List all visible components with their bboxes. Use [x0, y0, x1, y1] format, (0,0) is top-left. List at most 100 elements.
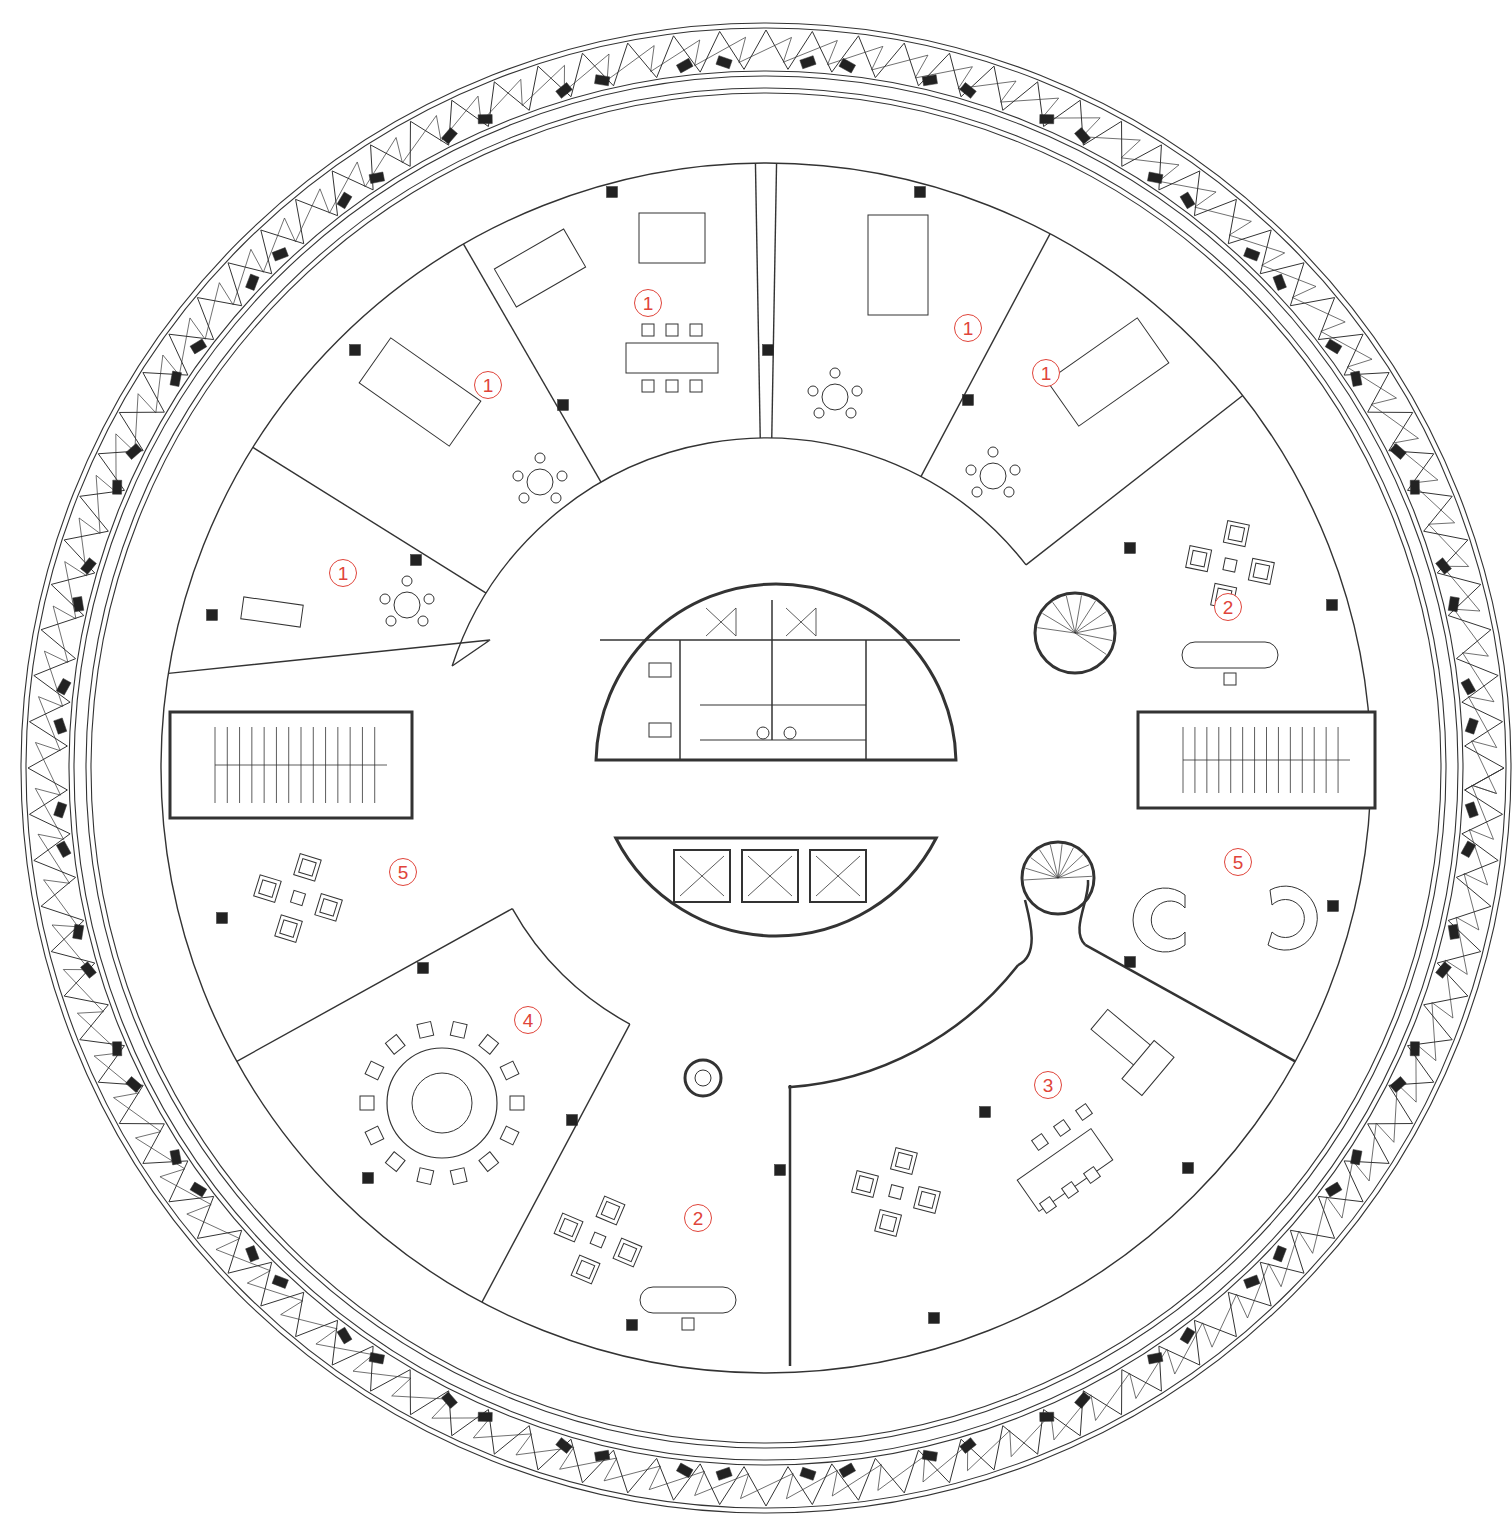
column — [763, 345, 774, 356]
column — [1327, 600, 1338, 611]
lounge-chair — [294, 854, 322, 882]
spiral-tread — [1058, 855, 1083, 878]
lounge-chair — [320, 899, 338, 917]
core-wall — [600, 639, 960, 641]
facade-ring — [21, 23, 1511, 1513]
shaft-cross — [786, 608, 816, 636]
chair — [510, 1096, 524, 1110]
lounge-chair — [596, 1196, 625, 1225]
column — [217, 913, 228, 924]
facade-column — [1465, 718, 1478, 734]
stool — [535, 453, 545, 463]
lounge-chair — [1253, 563, 1270, 580]
core-upper — [596, 584, 956, 760]
stair-core — [170, 712, 412, 818]
stair-landing — [1183, 760, 1350, 761]
column — [775, 1165, 786, 1176]
round-table — [394, 592, 420, 618]
stool — [846, 408, 856, 418]
side-table — [290, 890, 305, 905]
facade-column — [272, 1275, 288, 1288]
chair — [1054, 1120, 1071, 1137]
column — [607, 187, 618, 198]
column — [1125, 543, 1136, 554]
facade-column — [1390, 1077, 1406, 1093]
core-wall — [700, 739, 866, 740]
facade-column — [1180, 192, 1195, 209]
stool — [808, 386, 818, 396]
stool — [988, 447, 998, 457]
column — [363, 1173, 374, 1184]
lounge-chair — [1186, 546, 1212, 572]
elevator — [674, 850, 730, 902]
callout-circle: 1 — [1032, 359, 1060, 387]
lounge-chair — [1190, 550, 1207, 567]
facade-column — [1075, 128, 1091, 144]
facade-column — [922, 75, 937, 86]
spiral-tread — [1066, 596, 1075, 633]
callout-number: 2 — [1223, 598, 1234, 617]
facade-column — [1244, 248, 1260, 261]
facade-column — [1410, 1042, 1419, 1056]
reception-desk — [1122, 1040, 1174, 1095]
spiral-tread — [1058, 876, 1092, 878]
callout-number: 1 — [963, 319, 974, 338]
chair — [365, 1126, 384, 1145]
column — [1183, 1163, 1194, 1174]
stair-landing — [215, 765, 387, 766]
core-wall — [679, 640, 681, 760]
facade-column — [800, 56, 816, 69]
lounge-chair — [891, 1148, 918, 1175]
column — [411, 555, 422, 566]
stool — [814, 408, 824, 418]
facade-column — [1436, 558, 1452, 575]
chair — [385, 1152, 405, 1172]
lounge-chair — [914, 1187, 941, 1214]
callout-number: 3 — [1043, 1076, 1054, 1095]
chair — [1076, 1104, 1093, 1121]
facade-column — [839, 58, 856, 73]
facade-column — [81, 962, 97, 979]
chair — [500, 1061, 519, 1080]
facade-column — [595, 75, 610, 86]
lounge-seat — [1133, 888, 1185, 952]
oval-table — [1182, 642, 1278, 668]
stool — [418, 616, 428, 626]
column — [980, 1107, 991, 1118]
lounge-chair — [554, 1213, 583, 1242]
chair — [500, 1126, 519, 1145]
facade-column — [126, 1077, 142, 1093]
callout-circle: 5 — [389, 858, 417, 886]
facade-column — [113, 480, 122, 494]
spiral-stair — [1022, 842, 1094, 914]
facade-column — [1180, 1327, 1195, 1344]
wall — [772, 163, 777, 438]
callout-circle: 3 — [1034, 1071, 1062, 1099]
desk — [1047, 318, 1169, 426]
duct — [695, 1070, 711, 1086]
lounge-chair — [1228, 525, 1245, 542]
stool — [551, 493, 561, 503]
stool — [424, 594, 434, 604]
facade-column — [1273, 1246, 1286, 1262]
facade-column — [190, 1182, 207, 1197]
column — [929, 1313, 940, 1324]
column — [627, 1320, 638, 1331]
stool — [557, 471, 567, 481]
facade-column — [190, 339, 207, 354]
chair — [417, 1021, 434, 1038]
lounge-chair — [918, 1191, 935, 1208]
chair — [1084, 1167, 1101, 1184]
callout-number: 1 — [1041, 364, 1052, 383]
spiral-tread — [1058, 848, 1073, 878]
facade-column — [337, 192, 352, 209]
lounge-seat — [1268, 886, 1317, 950]
column — [1125, 957, 1136, 968]
chair — [450, 1168, 467, 1185]
conference-table — [387, 1048, 497, 1158]
facade-column — [1040, 115, 1054, 124]
facade-column — [1350, 1149, 1362, 1164]
facade-column — [1244, 1275, 1260, 1288]
callout-circle: 2 — [1214, 593, 1242, 621]
